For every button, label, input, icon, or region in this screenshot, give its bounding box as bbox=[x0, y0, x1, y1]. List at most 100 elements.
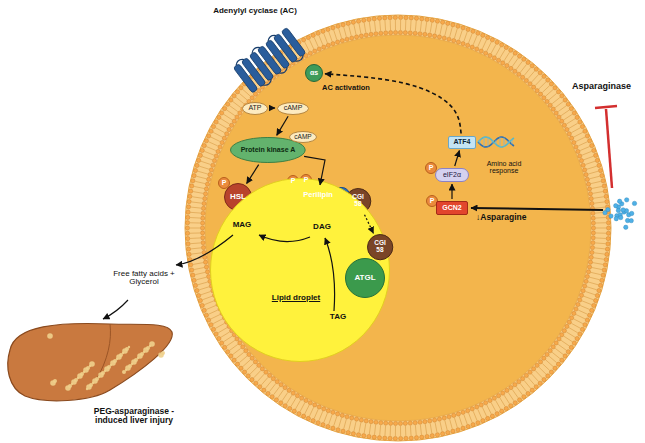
lipid-tail bbox=[243, 360, 250, 367]
lipid-tail bbox=[469, 34, 473, 43]
lipid-head bbox=[452, 413, 456, 417]
lipid-tail bbox=[230, 106, 238, 112]
lipid-head bbox=[522, 57, 526, 61]
lipid-tail bbox=[191, 248, 201, 249]
lipid-tail bbox=[239, 356, 247, 362]
phospholipid-bilayer bbox=[185, 15, 610, 440]
lipid-head bbox=[447, 37, 451, 41]
lipid-tail bbox=[558, 344, 566, 350]
asparagine-dot bbox=[624, 225, 628, 229]
lipid-head bbox=[435, 19, 439, 23]
connector bbox=[455, 151, 460, 167]
lipid-head bbox=[604, 258, 608, 262]
lipid-tail bbox=[473, 36, 477, 45]
lipid-head bbox=[205, 270, 209, 274]
flow-arrow bbox=[103, 300, 128, 319]
fat-droplet bbox=[104, 366, 110, 372]
lipid-head bbox=[602, 268, 606, 272]
lipid-head bbox=[532, 85, 536, 89]
lipid-tail bbox=[596, 228, 606, 229]
lipid-head bbox=[606, 242, 610, 246]
lipid-tail bbox=[473, 411, 477, 420]
lipid-head bbox=[456, 428, 460, 432]
lipid-tail bbox=[482, 40, 486, 49]
lipid-head bbox=[408, 421, 412, 425]
lipid-head bbox=[446, 430, 450, 434]
lipid-head bbox=[195, 163, 199, 167]
metabolite-label: MAG bbox=[229, 221, 255, 229]
lipid-tail bbox=[379, 425, 381, 435]
lipid-tail bbox=[596, 217, 606, 219]
lipid-head bbox=[575, 336, 579, 340]
lipid-head bbox=[605, 247, 609, 251]
lipid-head bbox=[526, 391, 530, 395]
lipid-tail bbox=[400, 426, 401, 436]
lipid-head bbox=[202, 308, 206, 312]
lipid-head bbox=[200, 148, 204, 152]
lipid-head bbox=[356, 433, 360, 437]
lipid-head bbox=[209, 129, 213, 133]
node-text: ATGL bbox=[354, 274, 375, 282]
connector bbox=[325, 74, 461, 134]
lipid-head bbox=[590, 246, 594, 250]
lipid-tail bbox=[218, 328, 227, 333]
lipid-head bbox=[592, 148, 596, 152]
lipid-head bbox=[456, 412, 460, 416]
lipid-head bbox=[384, 31, 388, 35]
lipid-tail bbox=[319, 411, 323, 420]
lipid-head bbox=[509, 385, 513, 389]
node-text: Lipid droplet bbox=[272, 294, 320, 302]
lipid-head bbox=[201, 206, 205, 210]
lipid-tail bbox=[192, 202, 202, 203]
lipid-tail bbox=[425, 424, 426, 434]
dna-rung bbox=[500, 137, 501, 147]
fat-droplet bbox=[92, 378, 98, 384]
lipid-head bbox=[578, 154, 582, 158]
lipid-head bbox=[466, 424, 470, 428]
lipid-tail bbox=[339, 418, 342, 428]
lipid-head bbox=[188, 194, 192, 198]
lipid-head bbox=[279, 401, 283, 405]
edge-label-box: AC activation bbox=[322, 84, 370, 92]
fat-droplet bbox=[125, 365, 131, 371]
fat-droplet bbox=[77, 373, 83, 379]
lipid-head bbox=[211, 327, 215, 331]
lipid-head bbox=[509, 66, 513, 70]
lipid-head bbox=[546, 78, 550, 82]
metabolite-label: DAG bbox=[309, 223, 335, 231]
lipid-head bbox=[584, 173, 588, 177]
lipid-tail bbox=[410, 426, 412, 436]
lipid-head bbox=[551, 345, 555, 349]
lipid-head bbox=[583, 168, 587, 172]
lipid-tail bbox=[211, 315, 220, 319]
lipid-head bbox=[346, 21, 350, 25]
lipid-tail bbox=[278, 390, 284, 398]
lipid-tail bbox=[191, 207, 201, 208]
lipid-head bbox=[191, 179, 195, 183]
lipid-tail bbox=[227, 110, 235, 116]
lipid-head bbox=[200, 221, 204, 225]
gcn2-box: GCN2 bbox=[436, 201, 468, 215]
lipid-tail bbox=[233, 348, 241, 354]
lipid-tail bbox=[595, 207, 605, 208]
lipid-head bbox=[191, 273, 195, 277]
lipid-tail bbox=[193, 263, 203, 265]
lipid-head bbox=[201, 216, 205, 220]
lipid-tail bbox=[469, 413, 473, 422]
lipid-head bbox=[308, 401, 312, 405]
fat-droplet bbox=[71, 379, 77, 385]
lipid-head bbox=[322, 407, 326, 411]
lipid-droplet-outline bbox=[211, 179, 390, 362]
lipid-head bbox=[476, 421, 480, 425]
liver bbox=[8, 323, 172, 400]
lipid-tail bbox=[508, 55, 514, 63]
metabolite-label: TAG bbox=[325, 313, 351, 321]
lipid-head bbox=[505, 64, 509, 68]
lipid-head bbox=[369, 420, 373, 424]
lipid-head bbox=[576, 149, 580, 153]
liver-fat-droplets bbox=[47, 333, 165, 391]
lipid-tail bbox=[524, 68, 530, 76]
lipid-head bbox=[530, 388, 534, 392]
lipid-head bbox=[235, 337, 239, 341]
lipid-head bbox=[268, 373, 272, 377]
